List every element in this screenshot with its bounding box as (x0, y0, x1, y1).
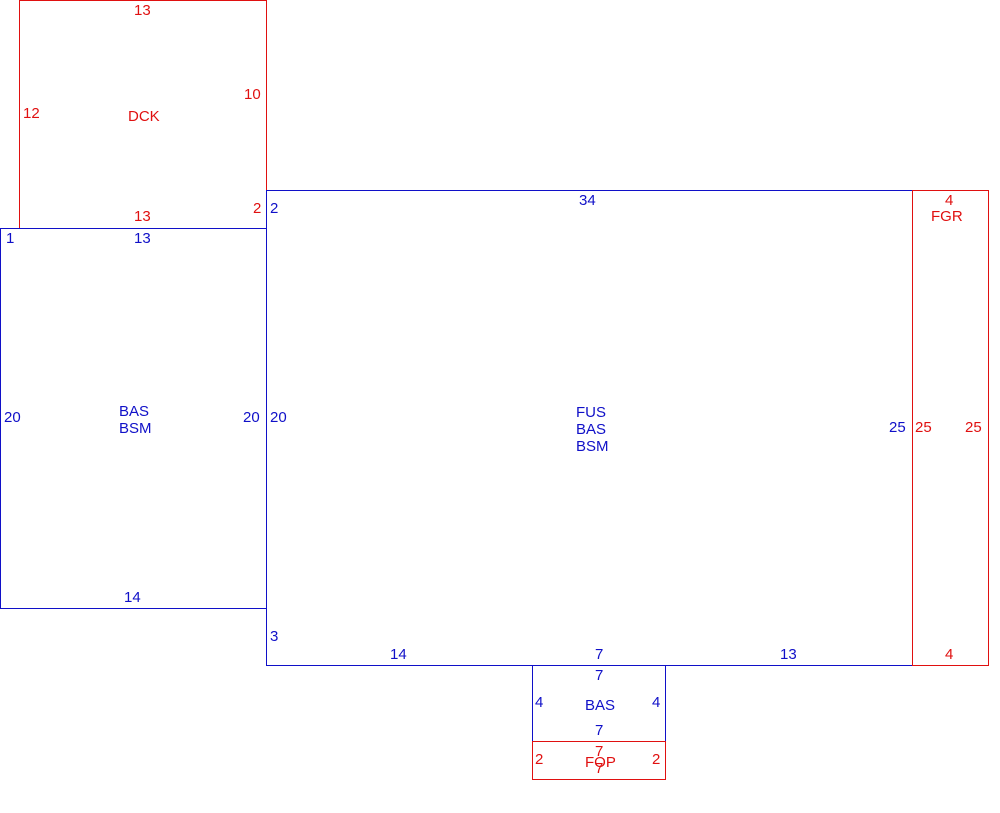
dck-right-dim: 10 (244, 86, 261, 103)
fgr-top-dim: 4 (945, 192, 954, 209)
bump-right-dim: 4 (652, 694, 661, 711)
fgr-left-dim: 25 (915, 419, 932, 436)
fop-code: FOP (585, 754, 616, 771)
left-wing-code-2: BSM (119, 420, 152, 437)
fop-top-dim: 7 (595, 743, 604, 760)
main-top-dim: 34 (579, 192, 596, 209)
left-wing-right-dim: 20 (243, 409, 260, 426)
main-right-dim: 25 (889, 419, 906, 436)
left-wing-top-dim: 13 (134, 230, 151, 247)
fop-right-dim: 2 (652, 751, 661, 768)
main-code-2: BAS (576, 421, 607, 438)
main-code-1: FUS (576, 404, 606, 421)
dck-left-dim: 12 (23, 105, 40, 122)
left-wing-code-1: BAS (119, 403, 150, 420)
fgr-code: FGR (931, 208, 963, 225)
main-code-3: BSM (576, 438, 609, 455)
bump-top-dim: 7 (595, 667, 604, 684)
left-wing-bottom-dim: 14 (124, 589, 141, 606)
fgr-right-dim: 25 (965, 419, 982, 436)
dck-bottom-dim: 13 (134, 208, 151, 225)
bump-bottom-dim: 7 (595, 722, 604, 739)
bump-code: BAS (585, 697, 616, 714)
left-wing-left-dim: 20 (4, 409, 21, 426)
fop-area (532, 741, 666, 780)
fgr-area (912, 190, 989, 666)
left-wing-corner-dim: 1 (6, 230, 15, 247)
main-corner-top-dim: 2 (270, 200, 279, 217)
fgr-bottom-dim: 4 (945, 646, 954, 663)
dck-top-dim: 13 (134, 2, 151, 19)
dck-corner-dim: 2 (253, 200, 262, 217)
main-corner-bottom-dim: 3 (270, 628, 279, 645)
main-left-dim: 20 (270, 409, 287, 426)
main-bottom-left-dim: 14 (390, 646, 407, 663)
bump-left-dim: 4 (535, 694, 544, 711)
main-bottom-right-dim: 13 (780, 646, 797, 663)
fop-bottom-dim: 7 (595, 760, 604, 777)
dck-code: DCK (128, 108, 160, 125)
fop-left-dim: 2 (535, 751, 544, 768)
main-bottom-mid-dim: 7 (595, 646, 604, 663)
